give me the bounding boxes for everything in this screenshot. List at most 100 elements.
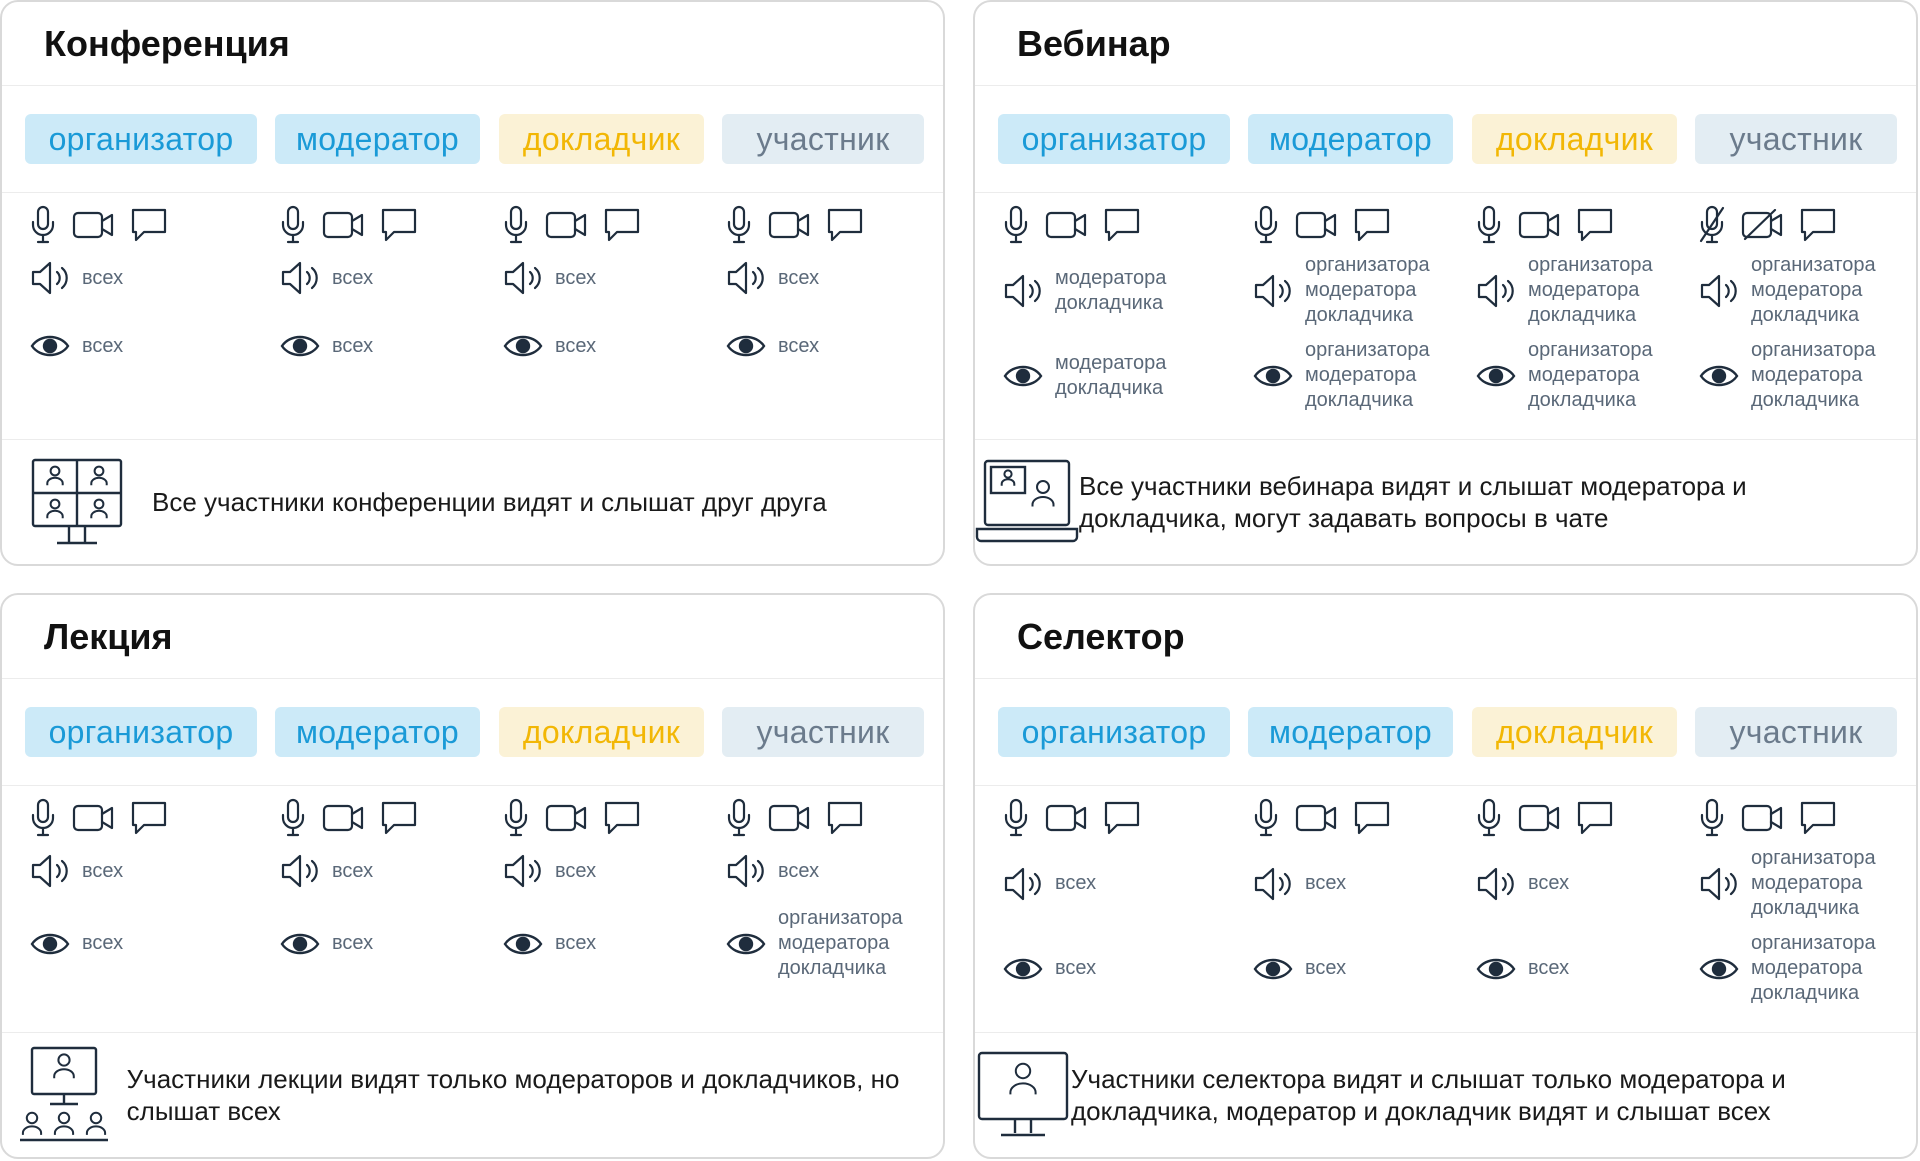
- hears-list: всех: [332, 859, 373, 884]
- sees-item: всех: [555, 932, 597, 954]
- sees-row: всех: [503, 901, 596, 986]
- microphone-icon: [503, 205, 529, 245]
- hears-item: всех: [82, 266, 124, 289]
- microphone-icon: [1253, 798, 1279, 838]
- hears-item: всех: [778, 266, 820, 289]
- camera-off-icon: [1741, 209, 1783, 241]
- speaker-icon: [726, 853, 770, 889]
- chat-icon: [826, 800, 864, 836]
- description-text: Участники лекции видят только модераторо…: [126, 1064, 900, 1126]
- role-column-organizer: всех всех: [1003, 786, 1203, 1033]
- description-text: Участники селектора видят и слышат тольк…: [1071, 1064, 1786, 1126]
- hears-item: модератора: [1751, 872, 1863, 894]
- eye-icon: [1476, 955, 1520, 983]
- hears-item: организатора: [1751, 254, 1876, 276]
- role-badge-speaker: докладчик: [1472, 114, 1677, 164]
- sees-list: организатора модератора докладчика: [1528, 338, 1653, 413]
- role-badge-organizer: организатор: [998, 707, 1230, 757]
- sees-item: модератора: [778, 932, 890, 954]
- camera-icon: [768, 209, 810, 241]
- sees-item: модератора: [1751, 957, 1863, 979]
- chat-icon: [1103, 207, 1141, 243]
- sees-item: модератора: [1055, 351, 1167, 374]
- role-badge-moderator: модератор: [275, 707, 480, 757]
- eye-icon: [503, 332, 547, 360]
- camera-icon: [322, 209, 364, 241]
- role-badge-moderator: модератор: [1248, 114, 1453, 164]
- sees-item: докладчика: [778, 957, 887, 979]
- camera-icon: [1045, 209, 1087, 241]
- sees-item: всех: [332, 334, 374, 357]
- hears-item: всех: [1528, 872, 1570, 894]
- camera-icon: [545, 802, 587, 834]
- chat-icon: [603, 207, 641, 243]
- sees-item: всех: [555, 334, 597, 357]
- laptop-presenter-icon: [975, 457, 1079, 547]
- hears-row: всех: [726, 841, 819, 901]
- sees-item: докладчика: [1305, 389, 1414, 411]
- hears-item: всех: [332, 859, 374, 882]
- chat-icon: [1103, 800, 1141, 836]
- chat-icon: [130, 207, 168, 243]
- sees-list: всех: [82, 334, 123, 359]
- role-column-speaker: всех всех: [1476, 786, 1676, 1033]
- camera-icon: [1518, 802, 1560, 834]
- chat-icon: [1576, 800, 1614, 836]
- camera-icon: [768, 802, 810, 834]
- chat-icon: [1799, 800, 1837, 836]
- speaker-icon: [1476, 866, 1520, 902]
- sees-item: модератора: [1751, 364, 1863, 386]
- permissions-grid: всех всех всех всех всех: [2, 193, 943, 440]
- hears-item: модератора: [1528, 279, 1640, 301]
- lecture-audience-icon: [2, 1046, 127, 1144]
- speaker-icon: [1476, 273, 1520, 309]
- hears-list: всех: [82, 266, 123, 291]
- sees-list: всех: [778, 334, 819, 359]
- camera-icon: [1518, 209, 1560, 241]
- sees-item: организатора: [1528, 339, 1653, 361]
- mode-description: Участники селектора видят и слышат тольк…: [975, 1033, 1916, 1157]
- card-title: Селектор: [975, 595, 1916, 679]
- monitor-presenter-icon: [975, 1049, 1071, 1141]
- microphone-icon: [1476, 205, 1502, 245]
- description-text: Все участники вебинара видят и слышат мо…: [1079, 471, 1747, 533]
- role-badge-speaker: докладчик: [499, 707, 704, 757]
- sees-row: всех: [503, 316, 596, 376]
- hears-item: докладчика: [1751, 304, 1860, 326]
- hears-item: модератора: [1305, 279, 1417, 301]
- hears-list: всех: [555, 266, 596, 291]
- hears-item: всех: [555, 859, 597, 882]
- sees-row: всех: [30, 901, 123, 986]
- card-title: Конференция: [2, 2, 943, 86]
- microphone-icon: [503, 798, 529, 838]
- sees-item: всех: [332, 932, 374, 954]
- hears-item: всех: [82, 859, 124, 882]
- hears-row: всех: [280, 248, 373, 308]
- sees-row: всех: [280, 316, 373, 376]
- role-badge-moderator: модератор: [1248, 707, 1453, 757]
- sees-item: докладчика: [1528, 389, 1637, 411]
- eye-icon: [1253, 362, 1297, 390]
- sees-item: модератора: [1528, 364, 1640, 386]
- hears-list: всех: [778, 266, 819, 291]
- hears-item: всех: [332, 266, 374, 289]
- hears-item: всех: [555, 266, 597, 289]
- sees-item: организатора: [1751, 339, 1876, 361]
- sees-list: всех: [1305, 956, 1346, 981]
- sees-row: всех: [30, 316, 123, 376]
- sees-item: всех: [1305, 957, 1347, 979]
- camera-icon: [1295, 802, 1337, 834]
- card-title: Лекция: [2, 595, 943, 679]
